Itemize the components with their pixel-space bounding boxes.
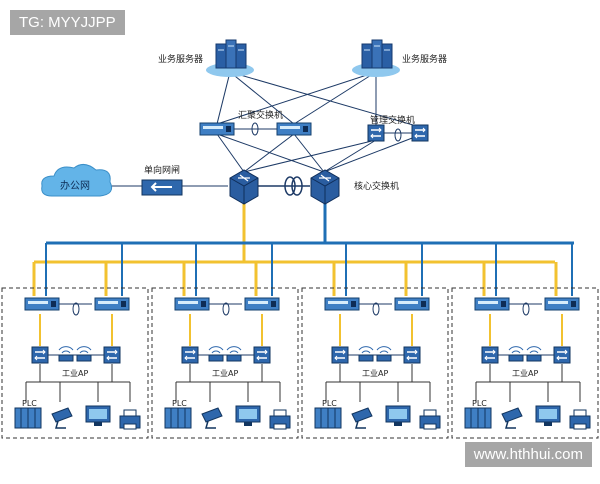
biz-server-right-icon bbox=[351, 39, 401, 78]
core-ring-1 bbox=[284, 176, 296, 196]
biz-server-right-label: 业务服务器 bbox=[402, 53, 447, 65]
plc-icon bbox=[14, 407, 42, 429]
aggregation-stack-ring bbox=[251, 122, 259, 136]
access-switch-right-icon bbox=[394, 297, 430, 311]
office-network-label: 办公网 bbox=[60, 179, 90, 192]
industrial-ap-icon bbox=[58, 346, 74, 362]
access-ring bbox=[222, 302, 230, 316]
industrial-ap-label: 工业AP bbox=[362, 368, 388, 378]
monitor-icon bbox=[385, 405, 411, 427]
industrial-ap-icon bbox=[526, 346, 542, 362]
cells-layer: 工业AP PLC 工业AP PLC 工业AP PLC 工业AP PLC bbox=[1, 287, 599, 439]
monitor-icon bbox=[535, 405, 561, 427]
core-ring-2 bbox=[291, 176, 303, 196]
access-switch-left-icon bbox=[474, 297, 510, 311]
industrial-ap-label: 工业AP bbox=[62, 368, 88, 378]
biz-server-left-label: 业务服务器 bbox=[158, 53, 203, 65]
plc-icon bbox=[164, 407, 192, 429]
aggregation-switch-left-icon bbox=[199, 122, 235, 136]
office-cloud-icon bbox=[41, 164, 113, 197]
edge-switch-left-icon bbox=[181, 346, 199, 364]
camera-icon bbox=[51, 407, 73, 429]
access-ring bbox=[72, 302, 80, 316]
cell-border bbox=[1, 287, 149, 439]
access-switch-left-icon bbox=[24, 297, 60, 311]
industrial-ap-icon bbox=[358, 346, 374, 362]
core-switch-label: 核心交换机 bbox=[354, 180, 399, 192]
bus-drops bbox=[32, 243, 573, 296]
plc-label: PLC bbox=[172, 399, 187, 408]
core-switch-left-icon bbox=[229, 169, 259, 205]
monitor-icon bbox=[85, 405, 111, 427]
access-switch-right-icon bbox=[244, 297, 280, 311]
aggregation-to-core-links bbox=[216, 133, 421, 173]
edge-switch-right-icon bbox=[253, 346, 271, 364]
monitor-icon bbox=[235, 405, 261, 427]
watermark-bottom: www.hthhui.com bbox=[464, 442, 592, 467]
edge-switch-left-icon bbox=[331, 346, 349, 364]
printer-icon bbox=[569, 409, 591, 430]
mgmt-switch-right-icon bbox=[411, 124, 429, 142]
camera-icon bbox=[201, 407, 223, 429]
access-switch-right-icon bbox=[544, 297, 580, 311]
biz-server-left-icon bbox=[205, 39, 255, 78]
field-cell-4: 工业AP PLC bbox=[451, 287, 599, 439]
printer-icon bbox=[119, 409, 141, 430]
cell-border bbox=[151, 287, 299, 439]
edge-switch-right-icon bbox=[403, 346, 421, 364]
gateway-arrow-icon bbox=[150, 182, 172, 192]
plc-label: PLC bbox=[322, 399, 337, 408]
printer-icon bbox=[269, 409, 291, 430]
industrial-ap-icon bbox=[376, 346, 392, 362]
aggregation-switch-label: 汇聚交换机 bbox=[238, 109, 283, 121]
plc-icon bbox=[314, 407, 342, 429]
mgmt-switch-left-icon bbox=[367, 124, 385, 142]
camera-icon bbox=[501, 407, 523, 429]
plc-label: PLC bbox=[472, 399, 487, 408]
edge-switch-right-icon bbox=[553, 346, 571, 364]
industrial-ap-icon bbox=[208, 346, 224, 362]
watermark-top: TG: MYYJJPP bbox=[10, 10, 125, 35]
access-switch-left-icon bbox=[324, 297, 360, 311]
plc-label: PLC bbox=[22, 399, 37, 408]
mgmt-stack-ring bbox=[394, 128, 402, 142]
core-switch-right-icon bbox=[310, 169, 340, 205]
industrial-ap-icon bbox=[226, 346, 242, 362]
industrial-ap-icon bbox=[508, 346, 524, 362]
edge-switch-left-icon bbox=[31, 346, 49, 364]
field-cell-1: 工业AP PLC bbox=[1, 287, 149, 439]
management-switch-label: 管理交换机 bbox=[370, 114, 415, 126]
field-cell-2: 工业AP PLC bbox=[151, 287, 299, 439]
aggregation-switch-right-icon bbox=[276, 122, 312, 136]
one-way-gateway-label: 单向网闸 bbox=[144, 164, 180, 176]
camera-icon bbox=[351, 407, 373, 429]
printer-icon bbox=[419, 409, 441, 430]
edge-switch-right-icon bbox=[103, 346, 121, 364]
access-ring bbox=[372, 302, 380, 316]
field-cell-3: 工业AP PLC bbox=[301, 287, 449, 439]
access-switch-left-icon bbox=[174, 297, 210, 311]
industrial-ap-label: 工业AP bbox=[212, 368, 238, 378]
industrial-ap-icon bbox=[76, 346, 92, 362]
server-uplinks bbox=[216, 71, 421, 131]
plc-icon bbox=[464, 407, 492, 429]
cell-border bbox=[451, 287, 599, 439]
industrial-ap-label: 工业AP bbox=[512, 368, 538, 378]
cell-border bbox=[301, 287, 449, 439]
access-switch-right-icon bbox=[94, 297, 130, 311]
access-ring bbox=[522, 302, 530, 316]
edge-switch-left-icon bbox=[481, 346, 499, 364]
